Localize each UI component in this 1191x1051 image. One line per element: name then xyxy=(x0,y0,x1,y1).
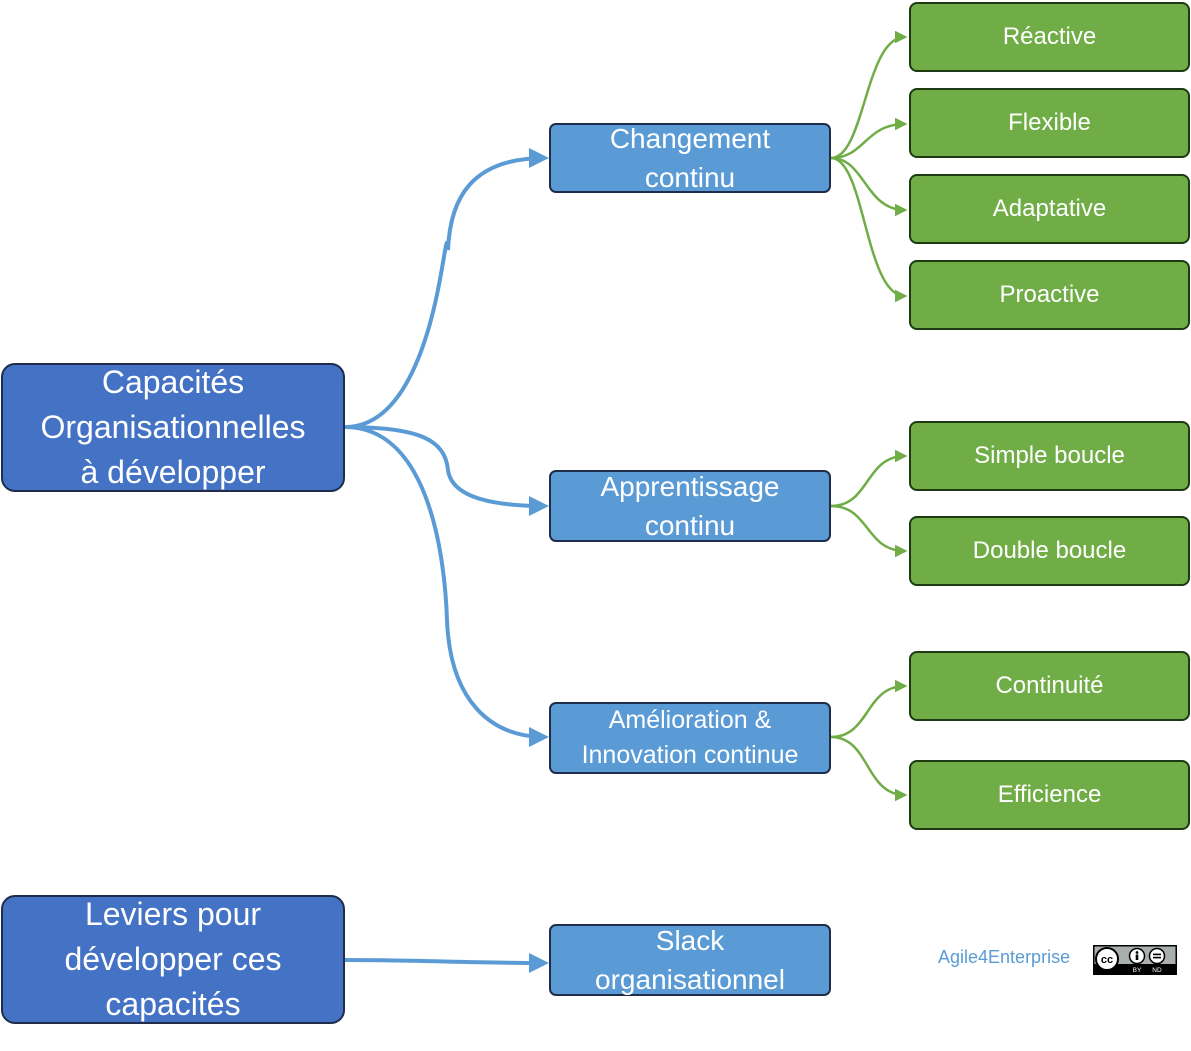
connector-amelioration-efficience xyxy=(830,735,908,802)
connector-changement-flexible xyxy=(830,117,908,160)
root-leviers-box: Leviers pour développer ces capacités xyxy=(1,895,345,1024)
slack-line-2: organisationnel xyxy=(595,964,785,995)
node-changement-continu: Changement continu xyxy=(549,123,831,193)
connector-apprentissage-double xyxy=(830,504,908,558)
connector-changement-proactive xyxy=(830,156,908,303)
connector-amelioration-continuite xyxy=(830,679,908,739)
apprentissage-line-2: continu xyxy=(644,510,736,541)
leaf-flexible: Flexible xyxy=(909,88,1190,158)
credit-text: Agile4Enterprise xyxy=(938,947,1071,967)
node-amelioration-innovation: Amélioration & Innovation continue xyxy=(549,702,831,774)
cc-nd-label: ND xyxy=(1152,967,1162,974)
changement-line-2: continu xyxy=(644,162,736,193)
leaf-reactive: Réactive xyxy=(909,2,1190,72)
node-slack-organisationnel: Slack organisationnel xyxy=(549,924,831,996)
leaf-double-boucle: Double boucle xyxy=(909,516,1190,586)
leaf-simple-boucle: Simple boucle xyxy=(909,421,1190,491)
connector-root-apprentissage xyxy=(344,425,549,516)
connector-apprentissage-simple xyxy=(830,449,908,508)
leaf-efficience: Efficience xyxy=(909,760,1190,830)
amelioration-line-1: Amélioration & xyxy=(608,706,772,734)
slack-line-1: Slack xyxy=(655,925,725,956)
root-capacites-line-2: Organisationnelles xyxy=(40,409,306,445)
root-leviers-line-2: développer ces xyxy=(64,941,282,977)
cc-by-nd-icon: cc BY ND xyxy=(1093,945,1177,975)
root-leviers-line-1: Leviers pour xyxy=(84,896,262,932)
root-capacites-line-3: à développer xyxy=(80,454,266,490)
connector-changement-reactive xyxy=(830,30,908,160)
connector-root-changement xyxy=(344,148,549,429)
apprentissage-line-1: Apprentissage xyxy=(600,471,780,502)
svg-text:cc: cc xyxy=(1101,954,1113,966)
changement-line-1: Changement xyxy=(609,123,771,154)
cc-by-label: BY xyxy=(1133,967,1142,974)
root-leviers-line-3: capacités xyxy=(105,986,241,1022)
connector-root-amelioration xyxy=(344,425,549,747)
node-apprentissage-continu: Apprentissage continu xyxy=(549,470,831,542)
connector-leviers-slack xyxy=(344,952,549,973)
leaf-continuite: Continuité xyxy=(909,651,1190,721)
connector-changement-adaptative xyxy=(830,156,908,217)
root-capacites-box: Capacités Organisationnelles à développe… xyxy=(1,363,345,492)
leaf-proactive: Proactive xyxy=(909,260,1190,330)
amelioration-line-2: Innovation continue xyxy=(581,741,799,769)
leaf-adaptative: Adaptative xyxy=(909,174,1190,244)
root-capacites-line-1: Capacités xyxy=(101,364,245,400)
